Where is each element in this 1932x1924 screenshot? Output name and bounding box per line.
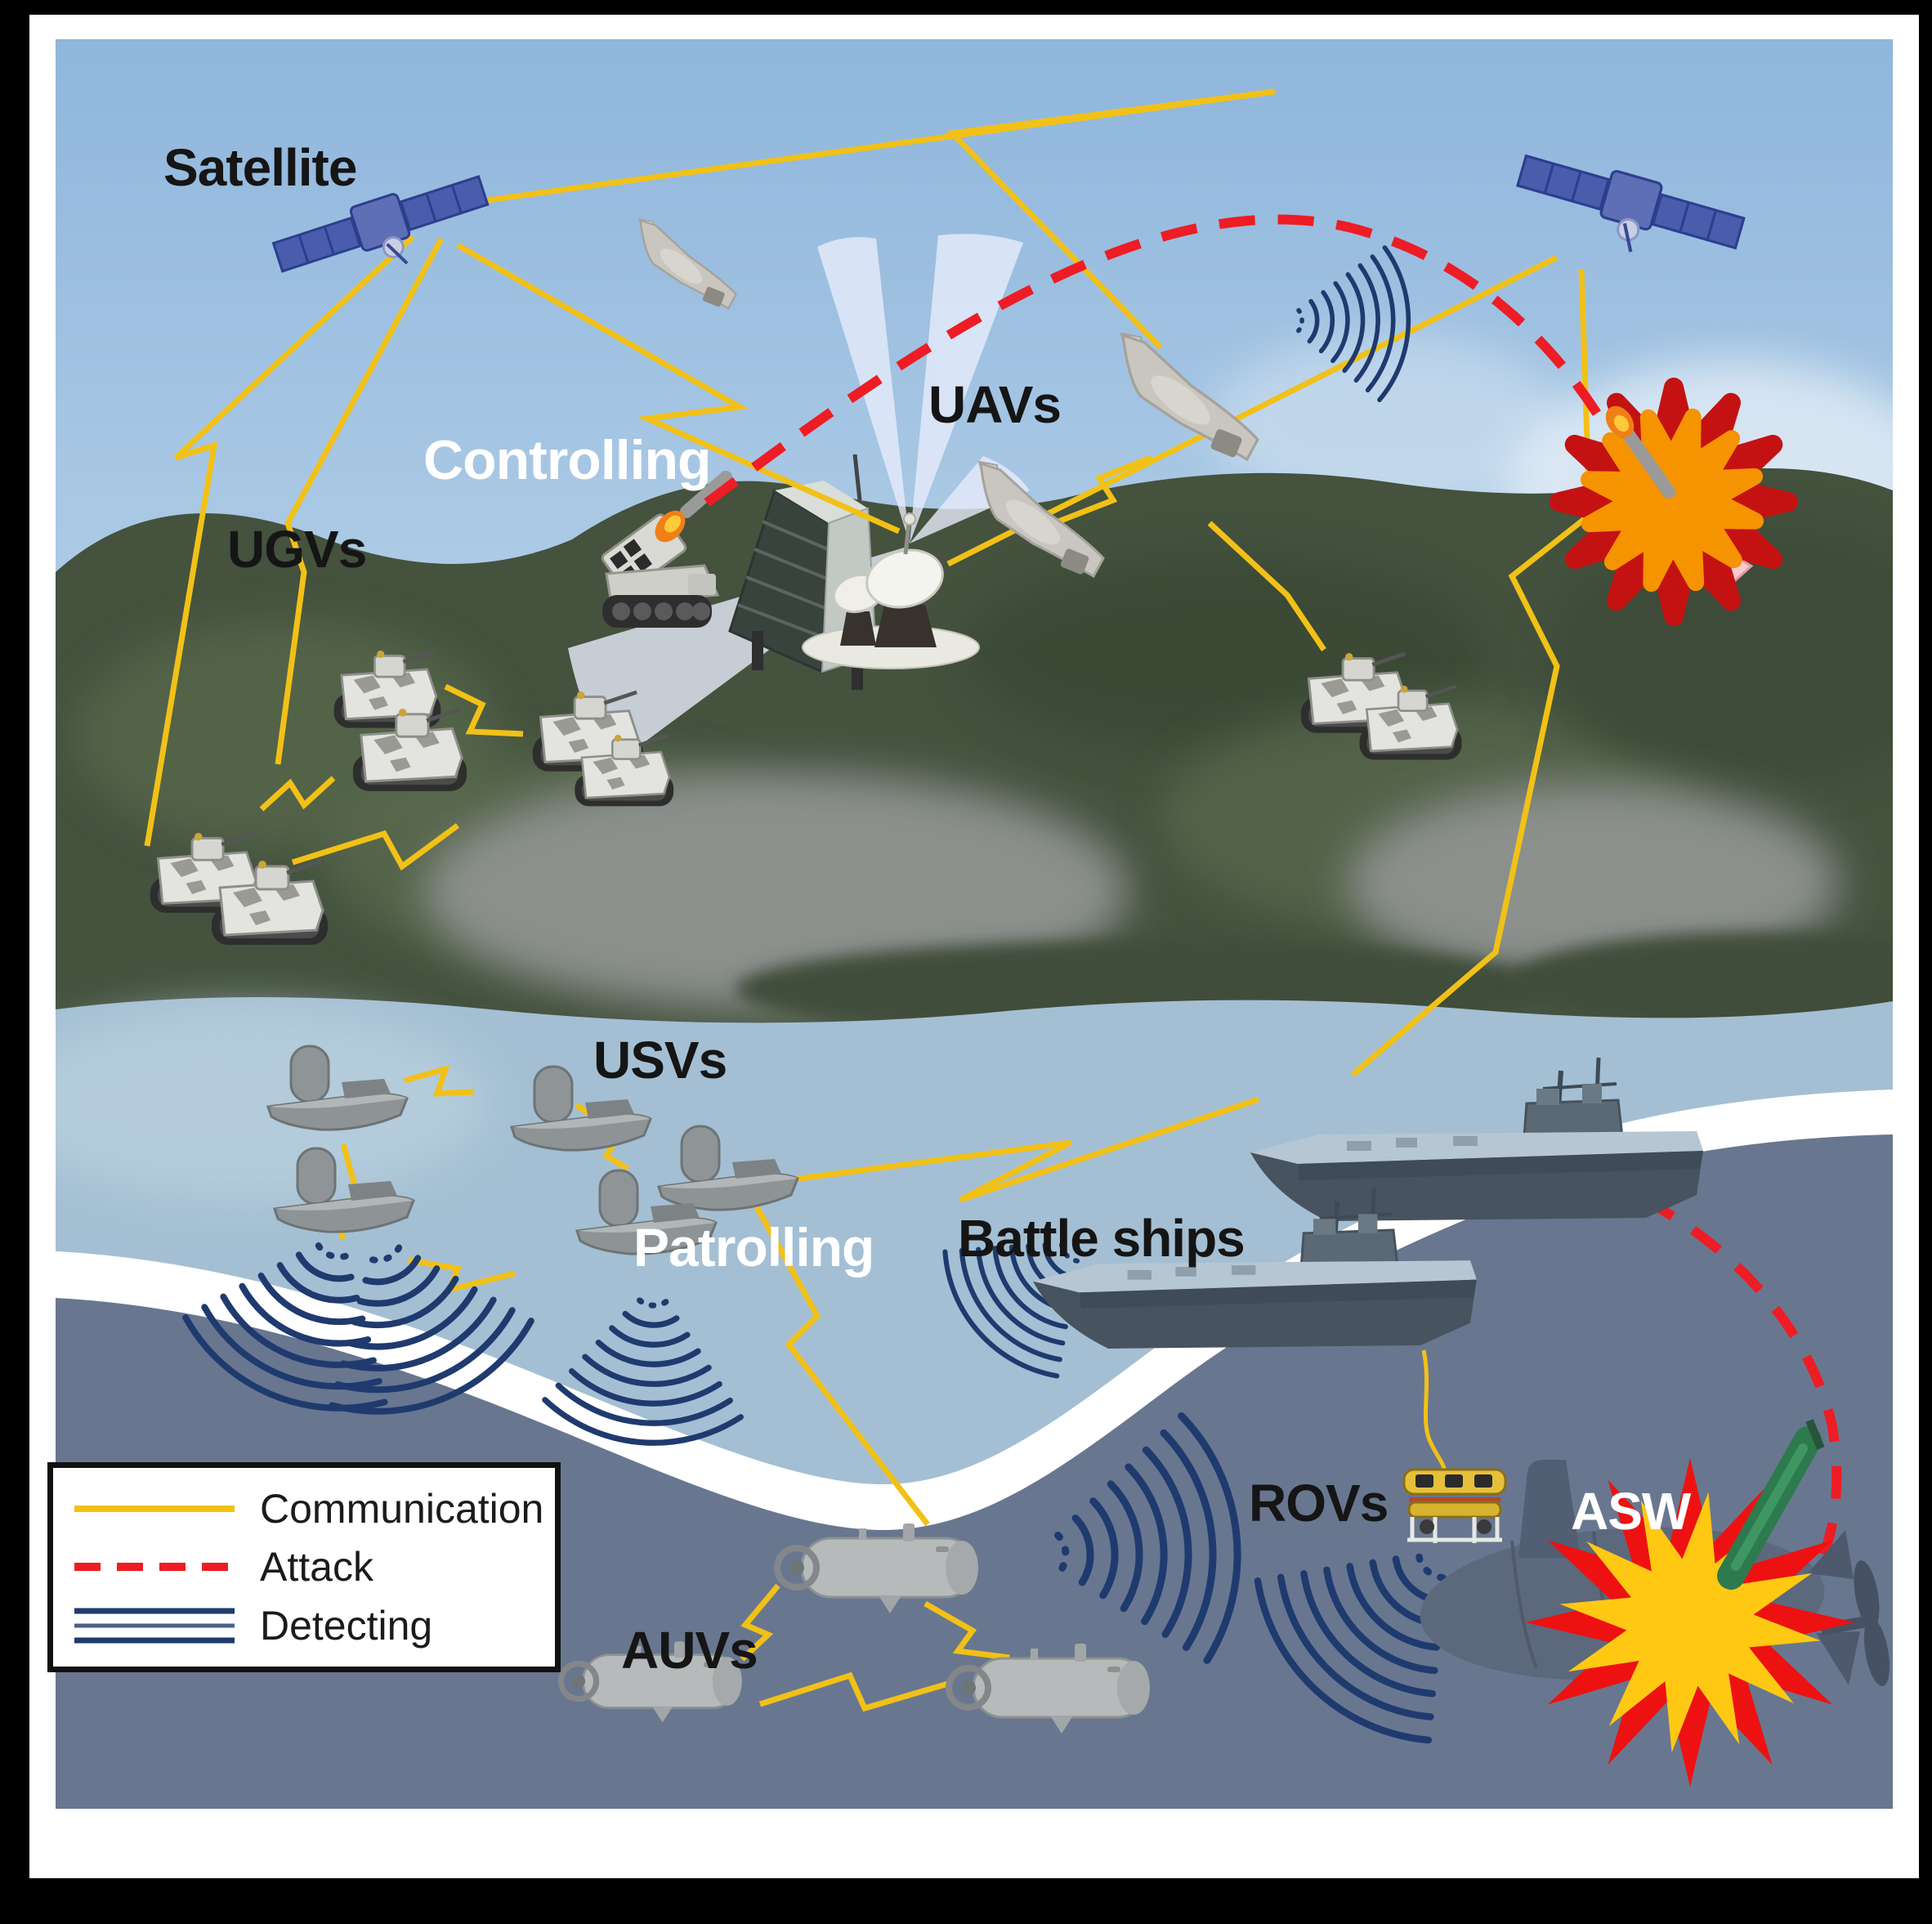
torpedo-highlight (1731, 1443, 1808, 1571)
torpedo-strike (1525, 1419, 1855, 1788)
label-rovs: ROVs (1249, 1474, 1389, 1532)
dashed-line-icon (74, 1563, 235, 1572)
detecting-lines-swatch (71, 1606, 239, 1645)
comm-auv-auv (740, 1583, 780, 1662)
label-patrolling: Patrolling (633, 1217, 874, 1277)
water-highlight (56, 1005, 490, 1201)
rov-tether (1421, 1349, 1447, 1472)
rov-icon (1402, 1468, 1507, 1543)
label-asw: ASW (1571, 1482, 1691, 1541)
comm-usv-battleship (780, 1096, 1260, 1203)
comm-uavB-uavC (1053, 454, 1152, 526)
comm-satA-station (456, 242, 901, 535)
communication-line-swatch (71, 1503, 239, 1515)
comm-satA-ugv2 (275, 237, 445, 765)
comm-usv-usv (404, 1064, 475, 1097)
comm-auv-auv (924, 1600, 1010, 1661)
solid-line-icon (74, 1505, 235, 1512)
launched-missile (655, 471, 732, 543)
label-controlling: Controlling (423, 429, 712, 491)
label-uavs: UAVs (928, 375, 1062, 434)
torpedo-fin (1805, 1419, 1825, 1450)
comm-usv-auv (732, 1167, 930, 1527)
legend-row-attack: Attack (71, 1543, 537, 1591)
label-ugvs: UGVs (227, 520, 367, 579)
comm-satA-uavB (486, 88, 1276, 350)
legend-label-attack: Attack (260, 1544, 373, 1591)
triple-line-icon (74, 1608, 235, 1644)
comm-auv-auv (758, 1671, 949, 1712)
satellite-dishes (802, 512, 980, 669)
attack-line-swatch (71, 1561, 239, 1573)
cloud (1210, 335, 1569, 515)
legend-row-communication: Communication (71, 1485, 543, 1532)
label-battle-ships: Battle ships (958, 1209, 1246, 1268)
missile-flame-core (1613, 414, 1630, 432)
comm-ugv-ugv (444, 683, 524, 737)
comm-ugv-ugv (259, 776, 336, 812)
comm-satA-ugv1 (144, 235, 415, 847)
label-satellite: Satellite (163, 138, 357, 197)
beam-to-uav (910, 234, 1023, 544)
control-station (601, 454, 980, 690)
legend: Communication Attack Detecting (47, 1462, 561, 1672)
incoming-missile (1620, 425, 1675, 499)
label-usvs: USVs (593, 1031, 727, 1090)
legend-label-communication: Communication (260, 1485, 544, 1532)
legend-label-detecting: Detecting (260, 1603, 433, 1649)
valley-fog (1348, 785, 1839, 981)
attack-arc-torpedo (1642, 1195, 1842, 1565)
comm-uavB-ugv-right (1207, 521, 1326, 651)
label-auvs: AUVs (621, 1621, 758, 1680)
comm-ugv-ugv (291, 823, 460, 871)
legend-row-detecting: Detecting (71, 1602, 537, 1649)
attack-lines (704, 214, 1842, 1565)
aerial-explosion (1559, 387, 1788, 616)
